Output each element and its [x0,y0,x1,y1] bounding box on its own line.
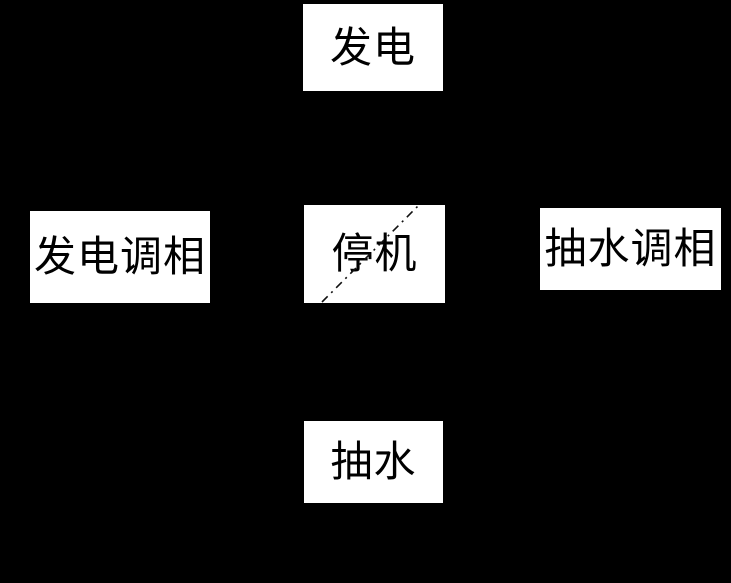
node-generate-condenser: 发电调相 [30,211,210,303]
node-generate-label: 发电 [329,22,416,72]
node-pump-condenser: 抽水调相 [540,208,721,290]
node-shutdown: 停机 [304,205,445,303]
node-generate: 发电 [303,4,443,91]
node-pump-label: 抽水 [330,437,417,486]
node-shutdown-label: 停机 [331,229,418,278]
node-pump: 抽水 [304,421,443,503]
node-pump-condenser-label: 抽水调相 [544,224,717,273]
node-generate-condenser-label: 发电调相 [33,232,206,281]
